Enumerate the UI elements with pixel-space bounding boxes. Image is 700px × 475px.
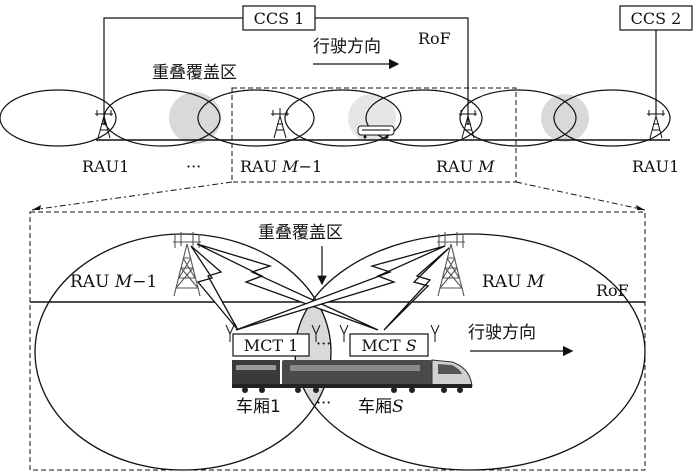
car1-label: 车厢1 — [236, 397, 281, 417]
rau-m-minus-1-label-top: RAU M−1 — [240, 157, 322, 176]
ccs2-box: CCS 2 — [619, 5, 693, 115]
rof-label-detail: RoF — [596, 281, 629, 300]
ccs1-box: CCS 1 — [242, 5, 316, 31]
ccs1-label: CCS 1 — [254, 9, 305, 28]
cars-label: 车厢S — [358, 397, 404, 417]
overlap-label-detail: 重叠覆盖区 — [258, 223, 343, 243]
tower-icon — [437, 232, 465, 297]
rau-m-label-top: RAU M — [436, 157, 495, 176]
ellipsis-top: ··· — [186, 157, 201, 176]
train-icon — [232, 359, 473, 393]
tower-icon — [271, 108, 289, 139]
rau-m-label-detail: RAU M — [482, 272, 545, 292]
tower-icon — [459, 108, 477, 139]
direction-label-detail: 行驶方向 — [468, 323, 536, 343]
tower-icon — [95, 108, 113, 139]
mct1-box: MCT 1 — [232, 333, 310, 357]
zoom-connectors — [31, 181, 646, 211]
mcts-box: MCT S — [349, 333, 429, 357]
mct-ellipsis: ··· — [316, 334, 331, 353]
coverage-ellipses-top — [0, 89, 671, 147]
tower-icon — [173, 232, 201, 297]
rau1-label-left: RAU1 — [82, 157, 129, 176]
rau-m-minus-1-label-detail: RAU M−1 — [70, 272, 157, 292]
mct1-label: MCT 1 — [244, 336, 299, 355]
connector-arrowhead — [636, 205, 645, 210]
tower-icon — [647, 108, 665, 139]
train-icon-top — [357, 125, 395, 139]
wireless-links — [190, 243, 450, 331]
zoom-region-top — [231, 87, 517, 183]
antenna-icon — [225, 324, 440, 342]
overlap-label-top: 重叠覆盖区 — [152, 63, 237, 83]
overlap-zone-detail — [295, 234, 331, 470]
connector-arrowhead — [32, 205, 41, 210]
rau1-label-right: RAU1 — [632, 157, 679, 176]
car-ellipsis: ··· — [316, 393, 331, 412]
mcts-label: MCT S — [361, 336, 416, 355]
coverage-ellipses-detail — [34, 233, 646, 471]
direction-label-top: 行驶方向 — [313, 37, 381, 57]
rof-label-top: RoF — [418, 29, 451, 48]
ccs2-label: CCS 2 — [631, 9, 682, 28]
detail-frame — [29, 211, 646, 471]
